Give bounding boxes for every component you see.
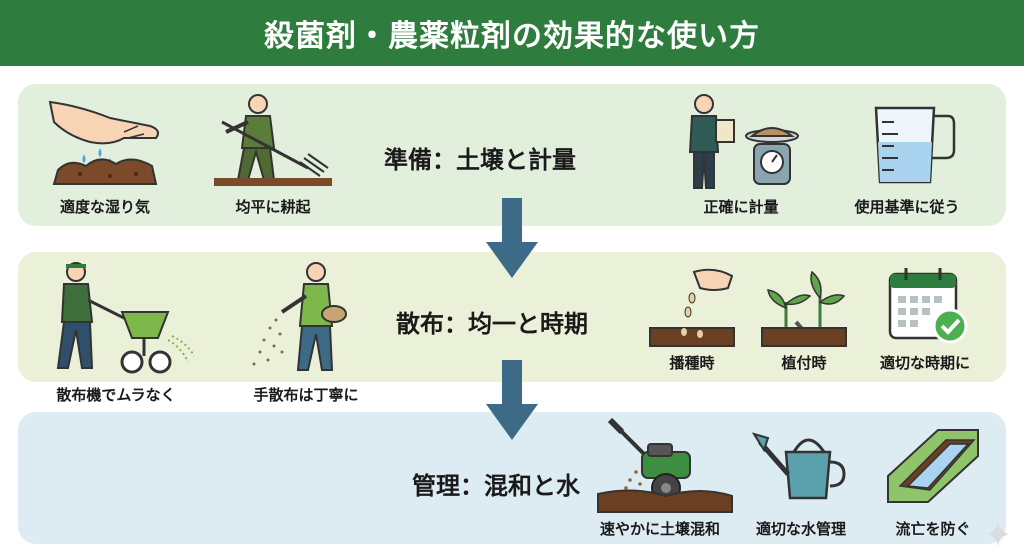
sparkle-icon — [987, 522, 1009, 546]
item-spreader: 散布機でムラなく — [36, 256, 196, 405]
hand-moist-soil-icon — [48, 100, 159, 185]
measuring-cup-icon — [874, 106, 956, 184]
down-arrow-icon — [486, 360, 538, 440]
item-label: 散布機でムラなく — [56, 386, 176, 404]
stage-title-application: 散布：均一と時期 — [396, 310, 588, 338]
cultivator-icon — [597, 417, 733, 513]
item-label: 速やかに土壌混和 — [599, 520, 720, 538]
item-label: 正確に計量 — [703, 198, 779, 216]
item-moist-soil: 適度な湿り気 — [40, 92, 170, 217]
item-label: 適切な時期に — [879, 354, 970, 372]
item-planting-time: 植付時 — [756, 262, 852, 373]
item-mix-soil: 速やかに土壌混和 — [582, 416, 738, 539]
item-label: 植付時 — [781, 354, 827, 372]
item-follow-standards: 使用基準に従う — [842, 92, 972, 217]
item-label: 適度な湿り気 — [59, 198, 150, 216]
spreader-machine-icon — [56, 262, 195, 374]
item-label: 播種時 — [669, 354, 715, 372]
item-prevent-runoff: 流亡を防ぐ — [878, 416, 988, 539]
item-sowing-time: 播種時 — [644, 262, 740, 373]
weighing-scale-icon — [688, 94, 799, 189]
item-proper-timing: 適切な時期に — [870, 262, 980, 373]
item-label: 手散布は丁寧に — [253, 386, 359, 404]
stage-title-management: 管理：混和と水 — [412, 472, 580, 500]
planting-seedling-icon — [761, 270, 847, 347]
down-arrow-icon — [486, 198, 538, 278]
water-channel-icon — [887, 429, 979, 503]
item-even-tilling: 均平に耕起 — [208, 92, 338, 217]
sowing-seeds-icon — [649, 268, 735, 347]
stage-title-preparation: 準備：土壌と計量 — [384, 146, 576, 174]
farmer-raking-icon — [214, 94, 332, 186]
watering-can-icon — [751, 432, 846, 500]
header-banner: 殺菌剤・農薬粒剤の効果的な使い方 — [0, 0, 1024, 66]
item-water-management: 適切な水管理 — [746, 416, 856, 539]
item-label: 均平に耕起 — [235, 198, 311, 216]
item-hand-spreading: 手散布は丁寧に — [236, 256, 376, 405]
item-label: 適切な水管理 — [755, 520, 846, 538]
item-accurate-measure: 正確に計量 — [676, 92, 806, 217]
page-title: 殺菌剤・農薬粒剤の効果的な使い方 — [264, 19, 760, 54]
hand-scatter-icon — [252, 262, 347, 371]
item-label: 流亡を防ぐ — [895, 520, 971, 538]
calendar-check-icon — [888, 268, 968, 344]
item-label: 使用基準に従う — [854, 198, 960, 216]
